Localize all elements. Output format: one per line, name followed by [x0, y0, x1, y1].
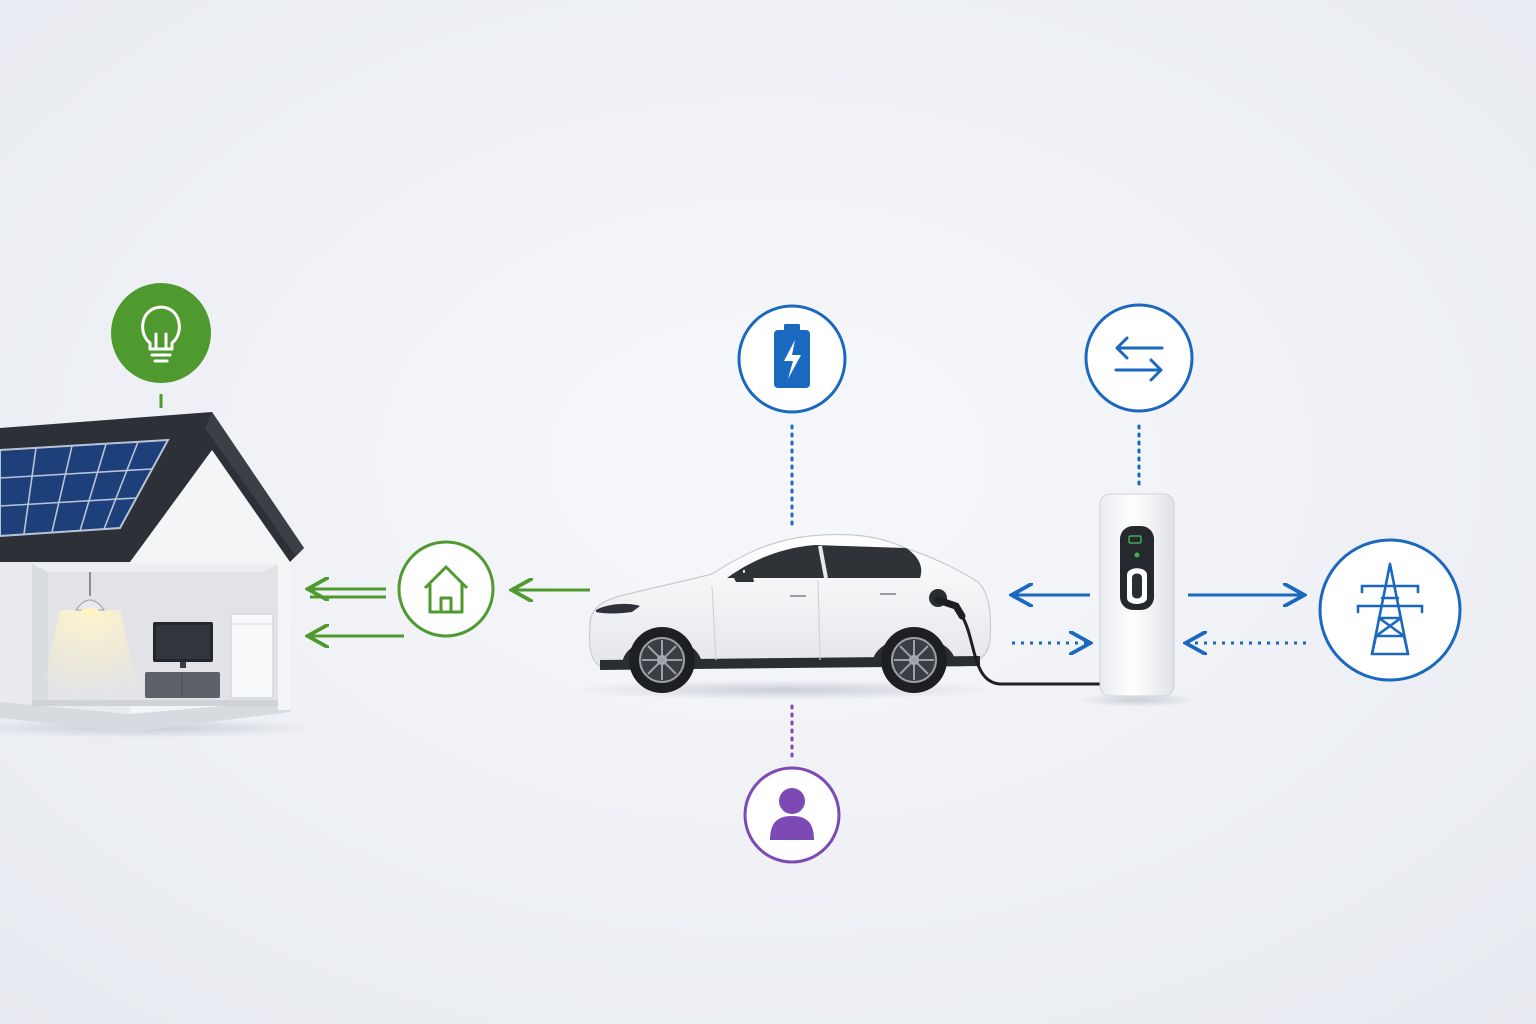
battery-node	[737, 304, 847, 414]
user-profile-icon	[770, 788, 814, 840]
house-with-solar-panels-icon	[0, 412, 320, 738]
home-flow-arrows	[310, 589, 590, 636]
lightbulb-node	[111, 283, 211, 383]
home-outline-icon	[423, 565, 469, 614]
grid-flow-arrows	[1012, 595, 1306, 643]
user-node	[743, 766, 841, 864]
lightbulb-icon	[141, 305, 181, 363]
bidirectional-arrows-icon	[1114, 336, 1164, 382]
electric-car-icon	[570, 533, 1000, 700]
exchange-node	[1084, 303, 1194, 413]
solar-panel-array-icon	[0, 438, 170, 538]
home-node	[397, 540, 495, 638]
rear-wheel	[881, 627, 947, 693]
battery-charging-icon	[774, 324, 810, 388]
power-tower-icon	[1356, 562, 1424, 656]
ev-charger-icon	[1078, 493, 1198, 707]
grid-node	[1318, 538, 1462, 682]
front-wheel	[629, 627, 695, 693]
